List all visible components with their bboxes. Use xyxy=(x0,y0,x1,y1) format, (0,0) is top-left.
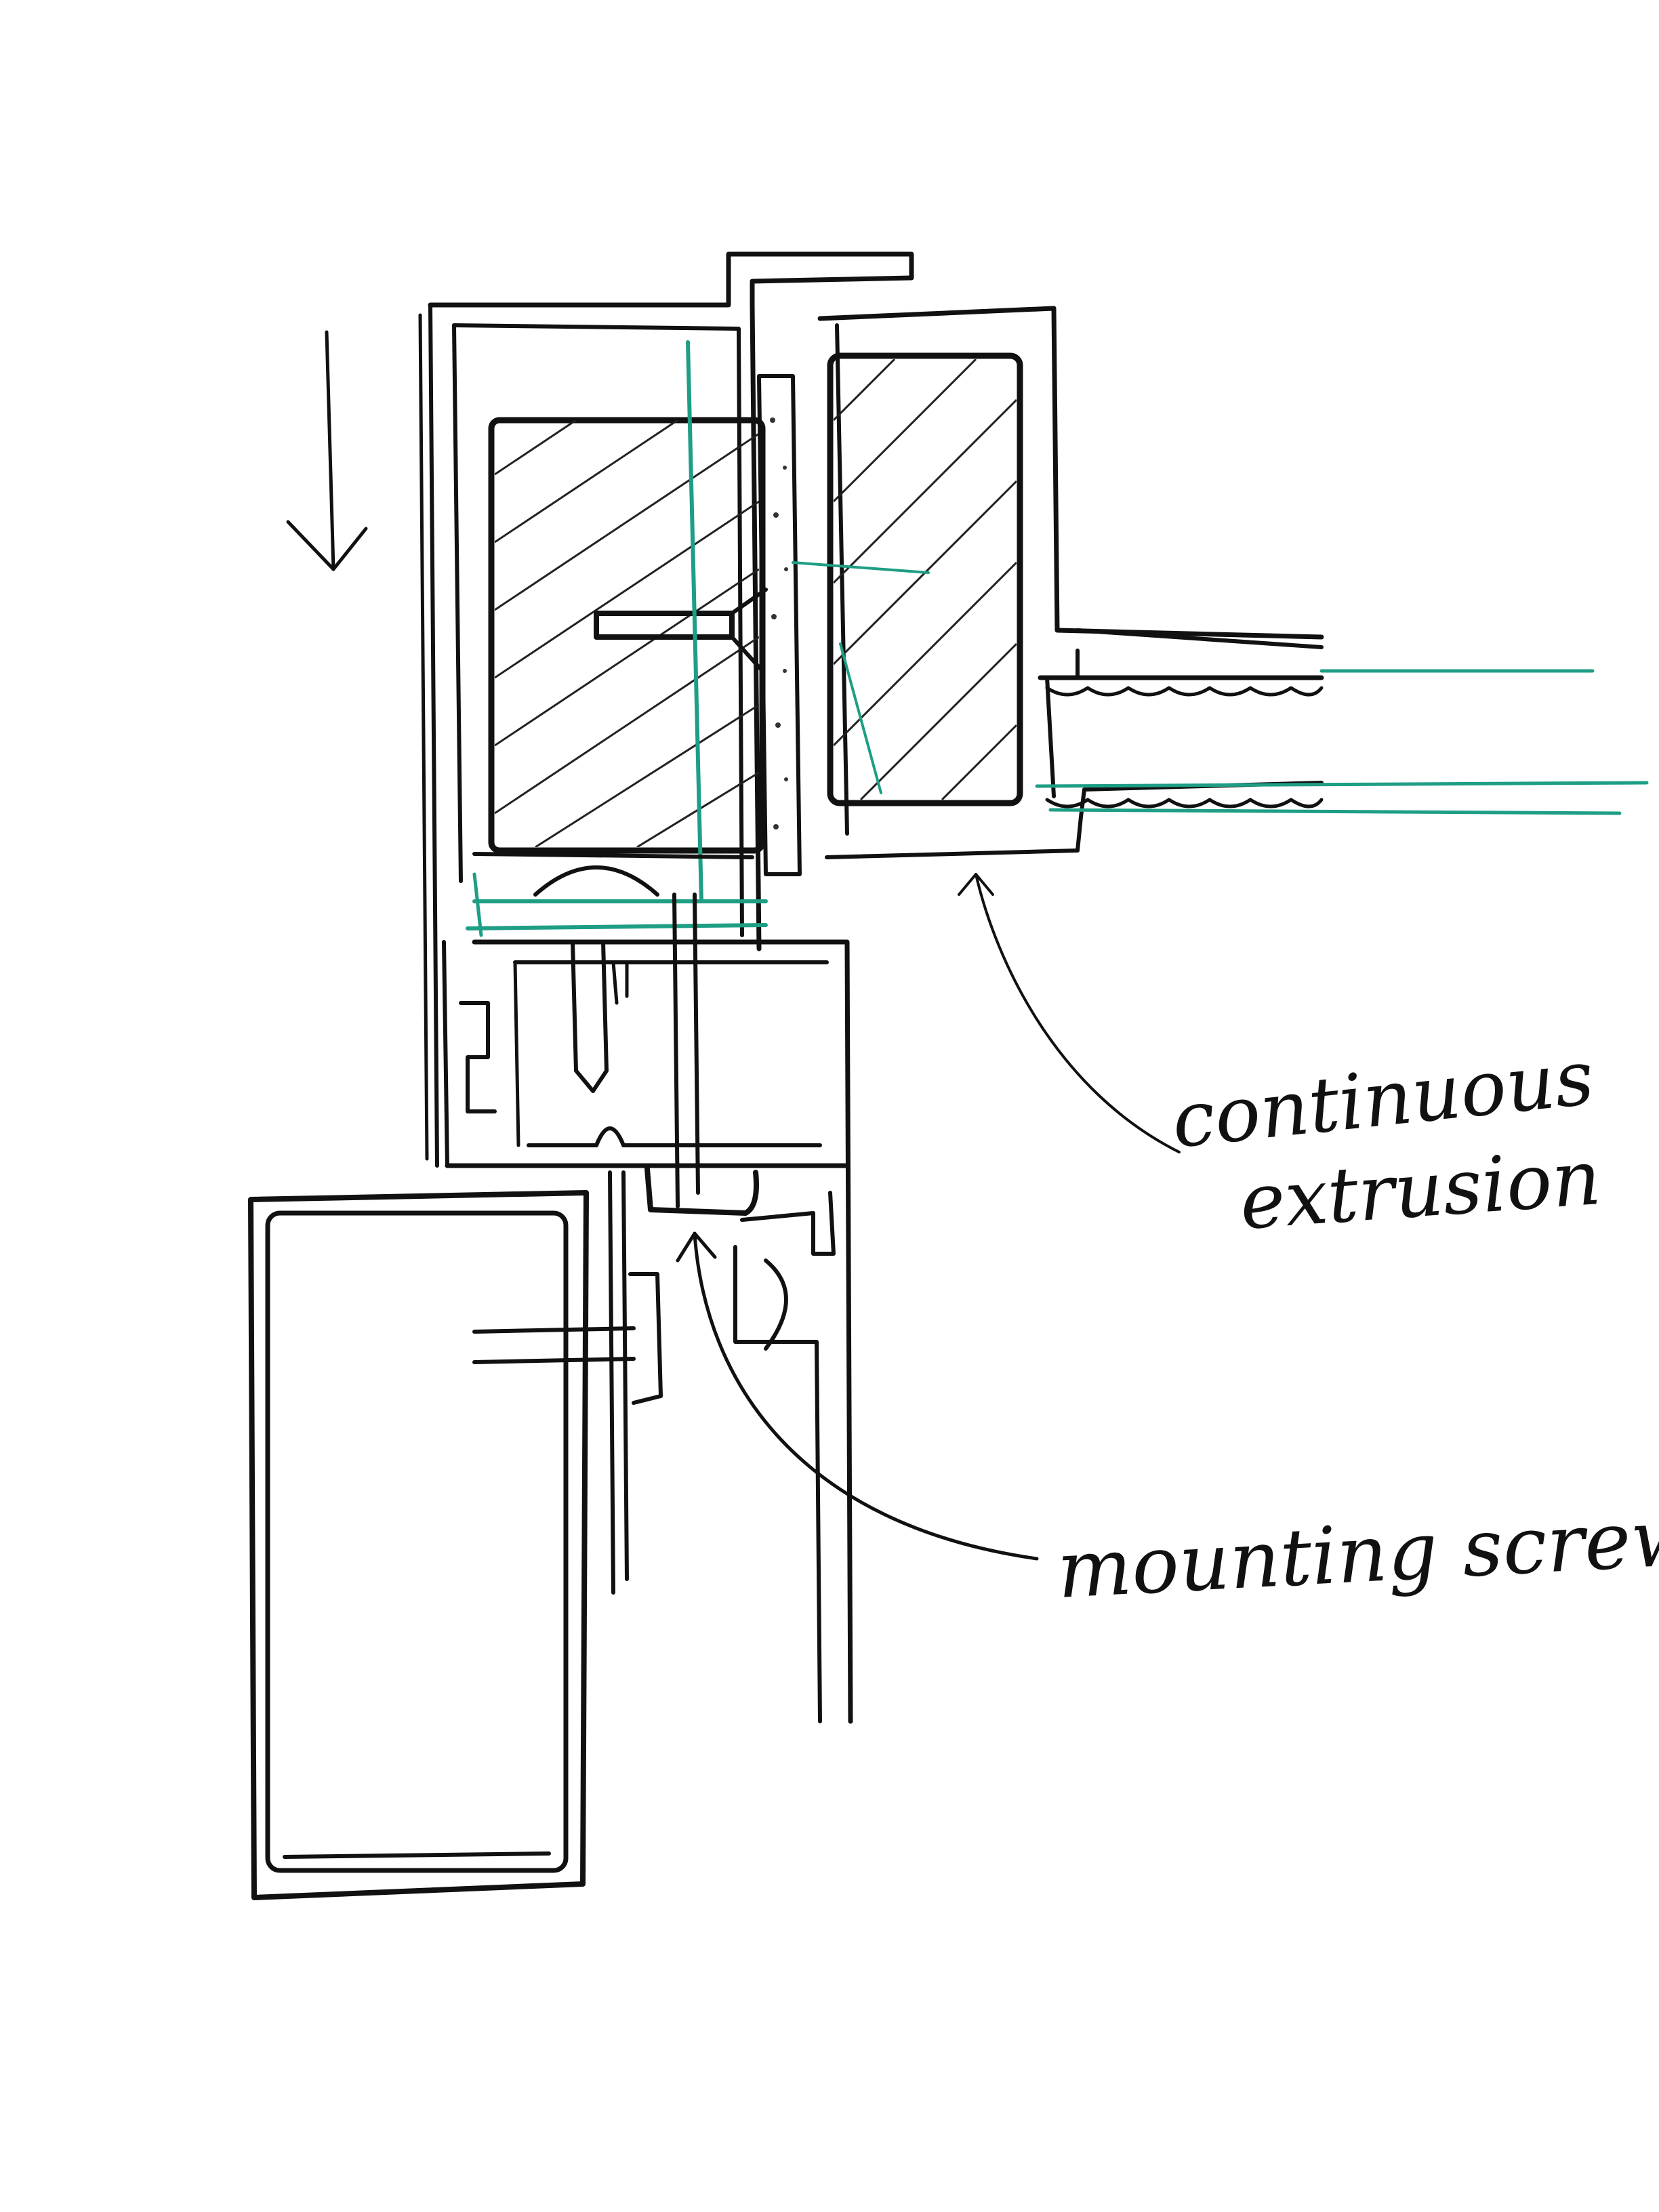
seal-strip xyxy=(757,374,802,876)
sill-assembly xyxy=(442,852,853,1724)
right-jamb-frame xyxy=(817,306,1324,859)
left-jamb-frame xyxy=(418,251,914,1168)
arrow-down-icon xyxy=(286,330,368,571)
mounting-screw-channel xyxy=(608,1166,836,1723)
lower-tube-section xyxy=(248,1190,636,1900)
extrusion-leader-arrow xyxy=(958,873,1181,1153)
left-insulation-block xyxy=(488,417,768,854)
accent-lines xyxy=(466,340,1649,937)
continuous-extrusion xyxy=(1038,675,1324,808)
screw-leader-arrow xyxy=(676,1231,1039,1561)
